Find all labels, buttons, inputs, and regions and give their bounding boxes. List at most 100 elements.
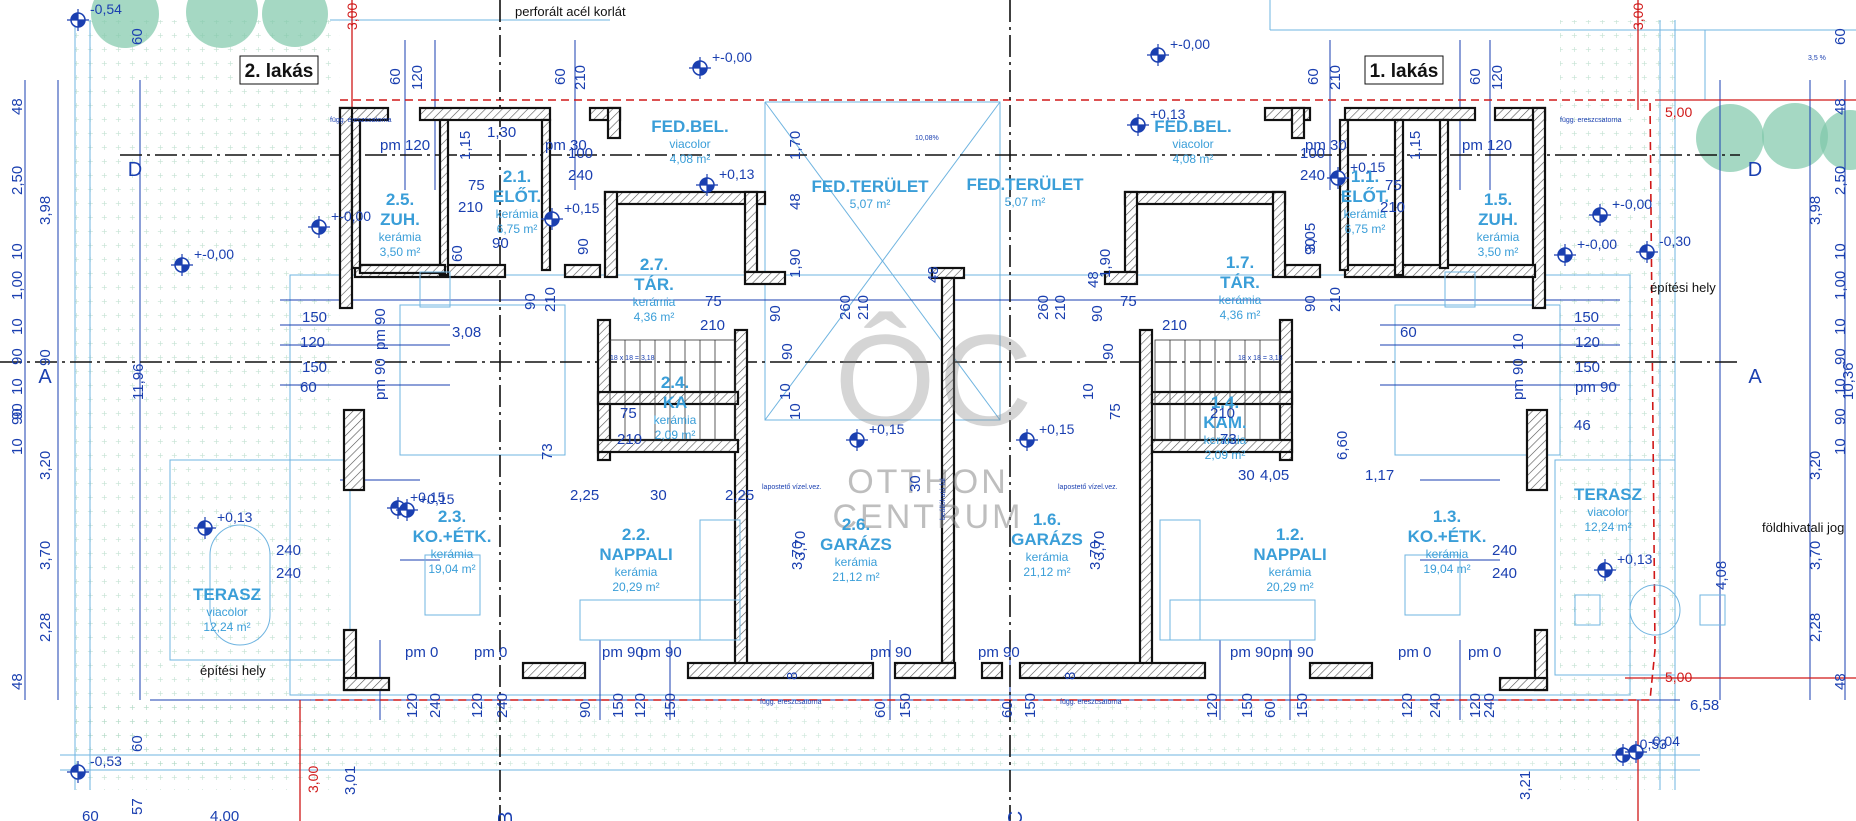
dimension-top: 3,08	[452, 324, 481, 341]
room-finish: kerámia	[1426, 547, 1469, 561]
flat-label-2: 2. lakás	[245, 61, 314, 82]
axis-label-a: A	[1748, 366, 1762, 388]
axis-label-b: B	[495, 811, 517, 821]
dimension-bottom: 120	[1204, 693, 1221, 718]
dimension-left: 10	[9, 378, 26, 395]
dimension-right: 3,70	[1807, 541, 1824, 570]
dimension-top: 73	[539, 443, 556, 460]
dimension-red: 5,00	[1665, 669, 1692, 685]
room-name: GARÁZS	[1011, 530, 1083, 549]
dimension-top: 150	[302, 309, 327, 326]
dimension-top: 1,30	[487, 124, 516, 141]
dimension-top: 1,90	[1097, 249, 1114, 278]
dimension-right: 10	[1832, 318, 1849, 335]
flat-labels: 2. lakás 1. lakás	[239, 55, 1444, 85]
room-finish: kerámia	[1219, 293, 1262, 307]
dimension-bottom: pm 0	[1398, 644, 1431, 661]
stairs	[609, 339, 1281, 441]
dimension-top: 210	[1327, 287, 1344, 312]
dimension-top: 90	[1100, 343, 1117, 360]
room-name: ELŐT.	[1341, 187, 1389, 206]
room-finish: kerámia	[1269, 565, 1312, 579]
room-name: GARÁZS	[820, 535, 892, 554]
room-finish: kerámia	[1344, 207, 1387, 221]
level-marker: +0,13	[696, 166, 755, 196]
site-boundary	[299, 0, 1856, 821]
dimension-right: 3,98	[1807, 196, 1824, 225]
dimension-bottom: 120	[1467, 693, 1484, 718]
dimension-right: 1,00	[1832, 271, 1849, 300]
axis-grid	[0, 0, 1740, 821]
dimension-left: 10	[9, 243, 26, 260]
room-number: 1.3.	[1433, 507, 1461, 526]
dimension-top: 48	[787, 193, 804, 210]
room-name: TERASZ	[1574, 485, 1642, 504]
room-number: 1.2.	[1276, 525, 1304, 544]
room-area: 4,36 m²	[1220, 308, 1261, 322]
level-marker: +0,15	[1016, 421, 1075, 451]
dimension-left: 3,98	[37, 196, 54, 225]
dimension-left: 3,20	[37, 451, 54, 480]
dimension-top: 75	[1385, 177, 1402, 194]
note-registry: földhivatali jog	[1762, 520, 1844, 535]
dimension-top: 150	[1574, 309, 1599, 326]
level-value: +-0,00	[1577, 236, 1617, 252]
dimension-top: 100	[1300, 145, 1325, 162]
level-marker: -0,04	[1625, 733, 1680, 763]
dimension-left: 90	[37, 349, 54, 366]
dimension-top: 240	[568, 167, 593, 184]
level-value: +0,15	[1350, 159, 1386, 175]
dimension-top: pm 120	[380, 137, 430, 154]
room-finish: kerámia	[633, 295, 676, 309]
dimension-right: 4,08	[1713, 561, 1730, 590]
dimension-top: 75	[468, 177, 485, 194]
level-value: -0,53	[1635, 736, 1667, 752]
dimension-right: 60	[1832, 28, 1849, 45]
dimension-bottom: 240	[427, 693, 444, 718]
level-marker: +0,15	[541, 200, 600, 230]
level-marker: +-0,00	[689, 49, 752, 79]
dimension-bottom: 90	[577, 701, 594, 718]
level-value: +-0,00	[712, 49, 752, 65]
dimension-top: pm 30	[1305, 137, 1347, 154]
level-marker: +0,15	[846, 421, 905, 451]
room-area: 6,75 m²	[497, 222, 538, 236]
room-finish: kerámia	[1204, 433, 1247, 447]
annotations: perforált acél korlát építési hely építé…	[200, 4, 1844, 706]
room-area: 19,04 m²	[428, 562, 475, 576]
dimension-right: 48	[1832, 673, 1849, 690]
dimension-top: 210	[855, 295, 872, 320]
room-area: 19,04 m²	[1423, 562, 1470, 576]
dimension-left: 10	[9, 318, 26, 335]
room-finish: viacolor	[206, 605, 247, 619]
dimension-top: 90	[492, 235, 509, 252]
dimension-top: 75	[1120, 293, 1137, 310]
dimension-top: 48	[925, 266, 942, 283]
dimension-bottom: pm 90	[640, 644, 682, 661]
note-stairs-1: 18 x 18 = 3,18	[610, 355, 655, 362]
note-gutter-3: függ. ereszcsatorna	[760, 699, 822, 706]
dimension-top: 30	[907, 475, 924, 492]
level-value: -0,04	[1648, 733, 1680, 749]
level-marker: +-0,00	[1589, 196, 1652, 226]
level-value: +0,15	[419, 491, 455, 507]
dimension-top: 210	[1327, 65, 1344, 90]
room-number: 1.1.	[1351, 167, 1379, 186]
dimension-top: 210	[1210, 405, 1235, 422]
dimension-top: 210	[617, 431, 642, 448]
room-area: 4,36 m²	[634, 310, 675, 324]
dimension-top: pm 90	[1575, 379, 1617, 396]
dimension-bottom: 150	[662, 693, 679, 718]
note-railing: perforált acél korlát	[515, 4, 626, 19]
dimension-mid: 3,70	[1087, 541, 1104, 570]
dimension-top: 150	[1575, 359, 1600, 376]
dimension-top: 90	[1302, 238, 1319, 255]
